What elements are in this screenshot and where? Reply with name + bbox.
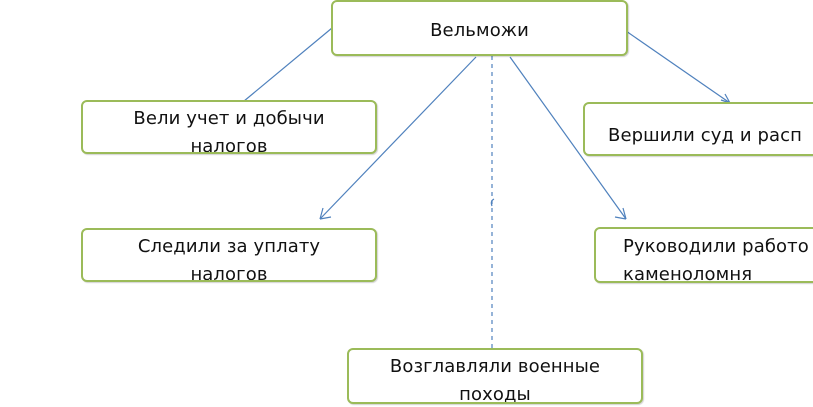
left-bottom-node-label: Следили за уплату налогов <box>137 236 321 282</box>
arrowhead-left-bottom <box>319 207 332 220</box>
left-top-node-label: Вели учет и добычи налогов <box>133 108 325 154</box>
bottom-center-node-label: Возглавляли военные походы <box>389 356 601 404</box>
connector-root-right-bottom <box>509 56 627 220</box>
bottom-center-node: Возглавляли военные походы <box>347 348 643 404</box>
connector-root-right-top <box>625 30 731 104</box>
left-top-node: Вели учет и добычи налогов <box>81 100 377 154</box>
right-top-node-label: Вершили суд и расп <box>608 125 802 146</box>
small-connector-mark <box>490 198 495 207</box>
right-bottom-node-label: Руководили работо каменоломня <box>623 236 809 283</box>
arrowhead-right-bottom <box>614 207 627 220</box>
root-node: Вельможи <box>331 0 628 56</box>
root-node-label: Вельможи <box>430 20 529 41</box>
right-bottom-node: Руководили работо каменоломня <box>594 227 813 283</box>
right-top-node: Вершили суд и расп <box>583 102 813 156</box>
left-bottom-node: Следили за уплату налогов <box>81 228 377 282</box>
connector-root-left-bottom <box>319 56 477 220</box>
